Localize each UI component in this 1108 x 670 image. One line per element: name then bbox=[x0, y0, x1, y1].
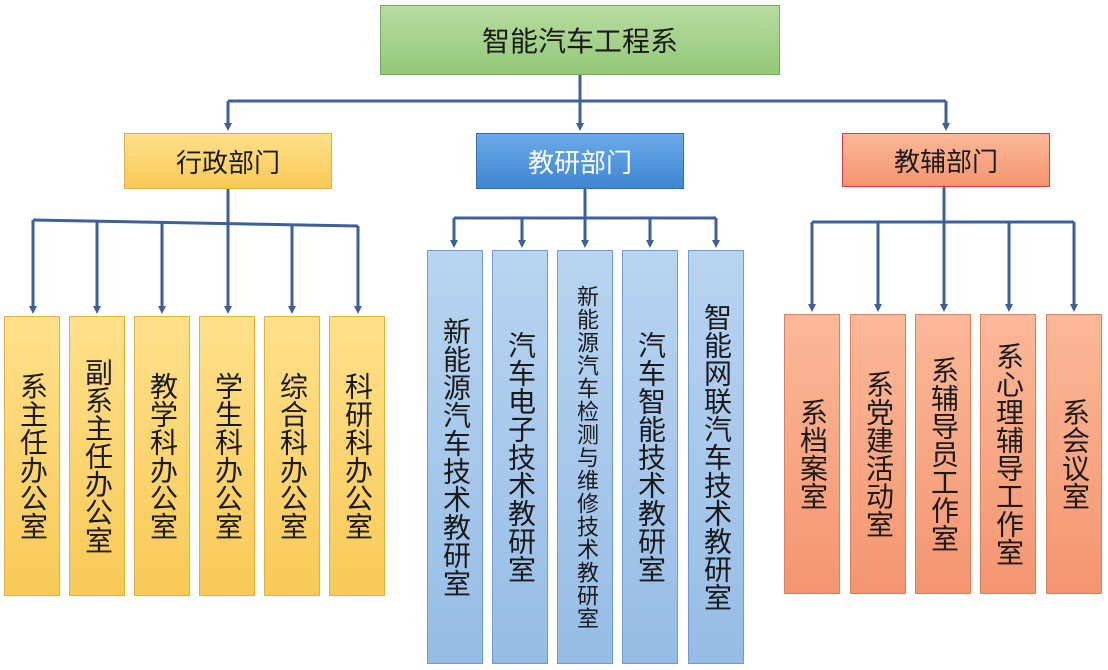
research-room-new-energy: 新能源汽车技术教研室 bbox=[427, 250, 483, 664]
support-psychology-room: 系心理辅导工作室 bbox=[980, 314, 1036, 594]
support-archive-room: 系档案室 bbox=[784, 314, 840, 594]
research-room-electronics: 汽车电子技术教研室 bbox=[492, 250, 548, 664]
research-room-intelligent: 汽车智能技术教研室 bbox=[622, 250, 678, 664]
support-counselor-room: 系辅导员工作室 bbox=[915, 314, 971, 594]
support-party-room: 系党建活动室 bbox=[850, 314, 906, 594]
dept-support: 教辅部门 bbox=[842, 133, 1050, 187]
research-room-inspection-maintenance: 新能源汽车检测与维修技术教研室 bbox=[557, 250, 613, 664]
connector-admin-bar bbox=[32, 218, 359, 228]
admin-office-student: 学生科办公室 bbox=[199, 316, 255, 596]
admin-office-deputy-director: 副系主任办公室 bbox=[69, 316, 125, 596]
dept-admin: 行政部门 bbox=[124, 133, 332, 189]
research-room-connected: 智能网联汽车技术教研室 bbox=[688, 250, 744, 664]
admin-office-research: 科研科办公室 bbox=[329, 316, 385, 596]
dept-research: 教研部门 bbox=[476, 133, 684, 189]
support-meeting-room: 系会议室 bbox=[1046, 314, 1102, 594]
admin-office-teaching: 教学科办公室 bbox=[134, 316, 190, 596]
admin-office-director: 系主任办公室 bbox=[4, 316, 60, 596]
root-node: 智能汽车工程系 bbox=[380, 5, 780, 75]
admin-office-general: 综合科办公室 bbox=[264, 316, 320, 596]
